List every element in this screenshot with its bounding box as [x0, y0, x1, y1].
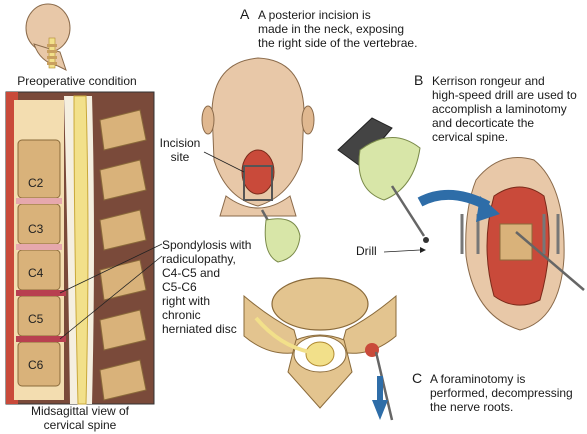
vertebra-label-c4: C4: [28, 266, 44, 280]
step-c-description: A foraminotomy is performed, decompressi…: [430, 372, 580, 414]
step-b-description: Kerrison rongeur and high-speed drill ar…: [432, 74, 587, 144]
step-b-line: cervical spine.: [432, 130, 509, 144]
surgical-field-illustration: [417, 157, 585, 331]
step-c-letter: C: [412, 370, 423, 386]
preoperative-caption: Preoperative condition: [17, 74, 137, 88]
vertebra-label-c2: C2: [28, 176, 44, 190]
step-b-line: high-speed drill are used to: [432, 88, 577, 102]
midsagittal-spine-panel: [5, 91, 163, 405]
incision-label-line2: site: [170, 150, 190, 164]
step-b-letter: B: [414, 72, 424, 88]
diagnosis-line: radiculopathy,: [162, 252, 236, 266]
step-b-line: Kerrison rongeur and: [432, 74, 545, 88]
diagnosis-line: herniated disc: [162, 322, 237, 336]
midsagittal-caption: Midsagittal view of cervical spine: [2, 404, 158, 432]
incision-label-line1: Incision: [159, 136, 201, 150]
axial-vertebra-illustration: [243, 277, 397, 421]
drill-label: Drill: [356, 244, 377, 258]
step-b-line: accomplish a laminotomy: [432, 102, 567, 116]
step-a-letter: A: [240, 6, 250, 22]
diagnosis-line: chronic: [162, 308, 201, 322]
step-c-line: the nerve roots.: [430, 400, 514, 414]
step-a-line: A posterior incision is: [258, 8, 371, 22]
diagnosis-line: C5-C6: [162, 280, 197, 294]
vertebra-label-c6: C6: [28, 358, 44, 372]
diagnosis-label: Spondylosis with radiculopathy, C4-C5 an…: [162, 238, 282, 336]
step-c-line: A foraminotomy is: [430, 372, 526, 386]
posterior-incision-illustration: [201, 57, 315, 263]
drill-illustration: [337, 117, 429, 253]
diagnosis-line: right with: [162, 294, 211, 308]
vertebra-label-c3: C3: [28, 222, 44, 236]
step-c-line: performed, decompressing: [430, 386, 573, 400]
step-a-line: made in the neck, exposing: [258, 22, 405, 36]
incision-site-label: Incision site: [152, 136, 208, 164]
midsagittal-caption-line2: cervical spine: [43, 418, 117, 432]
step-b-line: and decorticate the: [432, 116, 535, 130]
midsagittal-caption-line1: Midsagittal view of: [30, 404, 130, 418]
vertebra-label-c5: C5: [28, 312, 44, 326]
step-a-description: A posterior incision is made in the neck…: [258, 8, 448, 50]
diagnosis-line: C4-C5 and: [162, 266, 221, 280]
step-a-line: the right side of the vertebrae.: [258, 36, 418, 50]
preoperative-head-thumbnail: [25, 3, 71, 71]
diagnosis-line: Spondylosis with: [162, 238, 252, 252]
